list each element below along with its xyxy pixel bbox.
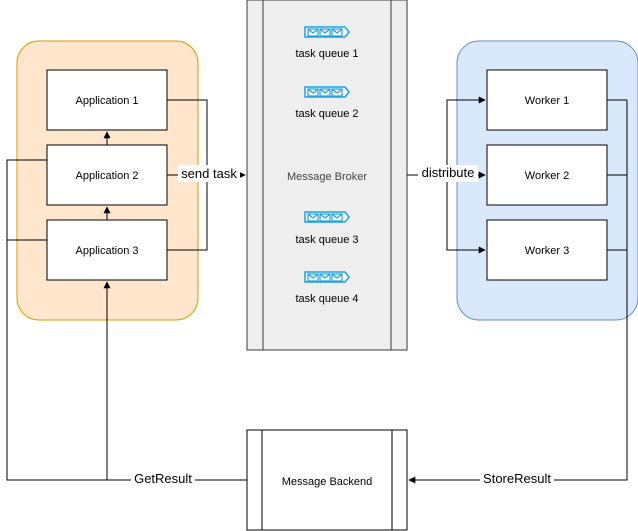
worker-1: Worker 1 xyxy=(486,69,608,131)
queue-icon xyxy=(304,26,350,38)
edge-app1-out xyxy=(167,99,208,175)
edge-app3-out xyxy=(167,175,208,251)
worker-label: Worker 2 xyxy=(525,170,569,182)
worker-2: Worker 2 xyxy=(486,144,608,206)
worker-label: Worker 1 xyxy=(525,95,569,107)
message-broker: Message Broker xyxy=(246,0,408,351)
worker-3: Worker 3 xyxy=(486,219,608,281)
message-backend: Message Backend xyxy=(246,429,408,531)
message-broker-label: Message Broker xyxy=(287,171,367,183)
queue-icon xyxy=(304,271,350,283)
queue-icon xyxy=(304,211,350,223)
task-queue-label: task queue 3 xyxy=(296,234,359,246)
worker-label: Worker 3 xyxy=(525,245,569,257)
application-1: Application 1 xyxy=(46,69,168,131)
message-backend-label: Message Backend xyxy=(282,476,373,488)
edge-to-worker3 xyxy=(446,175,486,254)
task-queue-2: task queue 2 xyxy=(296,86,359,120)
queue-icon xyxy=(304,86,350,98)
distribute-label: distribute xyxy=(422,165,475,180)
task-queue-1: task queue 1 xyxy=(296,26,359,60)
task-queue-4: task queue 4 xyxy=(296,271,359,305)
get-result-label: GetResult xyxy=(134,471,192,486)
task-queue-3: task queue 3 xyxy=(296,211,359,246)
task-queue-label: task queue 1 xyxy=(296,48,359,60)
application-2: Application 2 xyxy=(46,144,168,206)
task-queue-label: task queue 2 xyxy=(296,108,359,120)
edge-to-worker1 xyxy=(446,96,486,175)
application-3: Application 3 xyxy=(46,219,168,281)
application-label: Application 2 xyxy=(76,170,139,182)
send-task-label: send task xyxy=(181,166,237,181)
store-result-label: StoreResult xyxy=(483,471,551,486)
task-queue-label: task queue 4 xyxy=(296,293,359,305)
application-label: Application 1 xyxy=(76,95,139,107)
application-label: Application 3 xyxy=(76,245,139,257)
